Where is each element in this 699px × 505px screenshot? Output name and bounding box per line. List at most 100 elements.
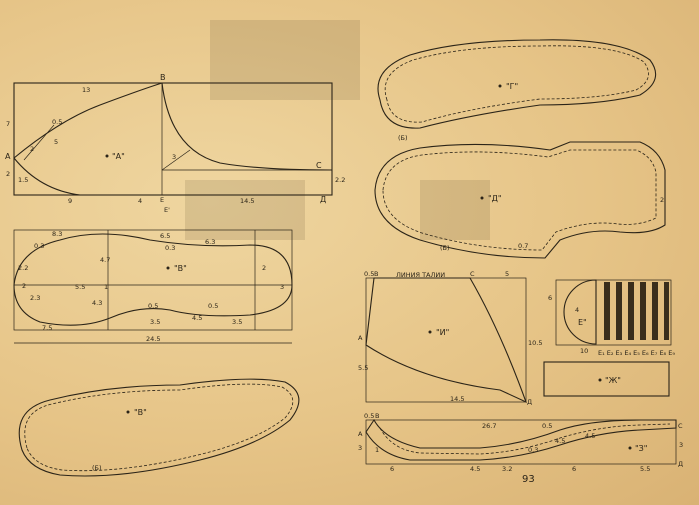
- pattern-a-label: "А": [112, 152, 125, 161]
- pattern-a-guide-2: [161, 149, 191, 171]
- dim-z-05: 0.5: [364, 412, 374, 420]
- pattern-zh-center-dot: [598, 378, 602, 382]
- dim-7: 7: [6, 120, 10, 128]
- pattern-i: "И" ЛИНИЯ ТАЛИИ 0.5 В С 5 А 5.5 14.5 Д 1…: [358, 270, 542, 406]
- pattern-e-strip-labels: Е₁ Е₂ Е₃ Е₄ Е₅ Е₆ Е₇ Е₈ Е₉: [598, 349, 675, 357]
- dim-i-55: 5.5: [358, 364, 368, 372]
- pattern-b-center-dot: [166, 266, 170, 270]
- pattern-zh-label: "Ж": [605, 376, 621, 385]
- dim-i-a: А: [358, 334, 363, 342]
- dim-45: 4.5: [192, 314, 202, 322]
- dim-23: 2.3: [30, 294, 40, 302]
- dim-d-07: 0.7: [518, 242, 528, 250]
- dim-05b: 0.5: [148, 302, 158, 310]
- dim-z-267: 26.7: [482, 422, 496, 430]
- dim-z-a: А: [358, 430, 363, 438]
- dim-z-05b: 0.5: [542, 422, 552, 430]
- pattern-g-stitch: [384, 45, 649, 123]
- dim-z-1: 1: [375, 446, 379, 454]
- dim-22b: 2.2: [18, 264, 28, 272]
- dim-47: 4.7: [100, 256, 110, 264]
- dim-15: 1.5: [18, 176, 28, 184]
- dim-13: 13: [82, 86, 90, 94]
- dim-i-105: 10.5: [528, 339, 542, 347]
- pattern-g-outline: [377, 39, 657, 129]
- pattern-d-stitch: [382, 149, 657, 251]
- dim-z-6a: 6: [390, 465, 394, 473]
- pattern-d-note: (Б): [440, 244, 450, 252]
- dim-e-6: 6: [548, 294, 552, 302]
- dim-03b: 0.3: [165, 244, 175, 252]
- dim-245: 24.5: [146, 335, 160, 343]
- page-number: 93: [522, 474, 535, 485]
- dim-2a: 2: [22, 282, 26, 290]
- dim-d-2: 2: [660, 196, 664, 204]
- dim-1: 1: [104, 283, 108, 291]
- dim-z-03: 0.3: [528, 446, 538, 454]
- point-e: Е: [160, 196, 164, 204]
- pattern-zh: "Ж": [543, 361, 670, 397]
- pattern-i-center-dot: [428, 330, 432, 334]
- pattern-b-label: "В": [174, 264, 187, 273]
- pattern-v2-note: (Б): [92, 464, 102, 472]
- point-b: В: [160, 73, 166, 82]
- pattern-a-lower-curve: [13, 157, 162, 196]
- dim-55: 5.5: [75, 283, 85, 291]
- pattern-i-frame: [365, 277, 527, 403]
- background-watermark: [185, 20, 490, 240]
- pattern-v2-outline: [18, 378, 300, 477]
- dim-i-b: В: [374, 270, 378, 278]
- dim-83: 8.3: [52, 230, 62, 238]
- dim-35b: 3.5: [232, 318, 242, 326]
- dim-z-45b: 4.5: [555, 437, 565, 445]
- dim-i-c: С: [470, 270, 475, 278]
- pattern-a-guide: [23, 124, 55, 161]
- dim-145: 14.5: [240, 197, 254, 205]
- pattern-z-outline: [365, 418, 677, 461]
- pattern-z-label: "З": [635, 444, 648, 453]
- dim-i-05: 0.5: [364, 270, 374, 278]
- dim-e-10: 10: [580, 347, 588, 355]
- pattern-zh-frame: [543, 361, 670, 397]
- dim-2b: 2: [6, 170, 10, 178]
- dim-3: 3: [172, 153, 176, 161]
- pattern-i-outline: [365, 277, 527, 404]
- pattern-z-center-dot: [628, 446, 632, 450]
- point-a: А: [5, 152, 11, 161]
- pattern-i-label: "И": [436, 328, 449, 337]
- dim-9: 9: [68, 197, 72, 205]
- dim-03a: 0.3: [34, 242, 44, 250]
- dim-35a: 3.5: [150, 318, 160, 326]
- dim-z-45c: 4.5: [585, 432, 595, 440]
- pattern-z-frame: [365, 419, 677, 465]
- pattern-e-strips: [604, 282, 669, 340]
- dim-05: 0.5: [52, 118, 62, 126]
- pattern-v2: "В" (Б): [18, 378, 300, 477]
- pattern-b: "В" 8.3 0.3 6.5 6.3 0.3 4.7 2 2.2 2.3 5.…: [13, 229, 293, 344]
- pattern-g-center-dot: [498, 84, 502, 88]
- dim-z-3: 3: [358, 444, 362, 452]
- dim-5: 5: [54, 138, 58, 146]
- pattern-i-header: ЛИНИЯ ТАЛИИ: [396, 271, 445, 279]
- pattern-e: Е" 6 4 10 Е₁ Е₂ Е₃ Е₄ Е₅ Е₆ Е₇ Е₈ Е₉: [548, 279, 675, 357]
- dim-z-3b: 3: [679, 441, 683, 449]
- pattern-e-semicircle: [563, 279, 597, 345]
- pattern-g: "Г" (Б): [377, 39, 657, 142]
- dim-z-c: С: [678, 422, 683, 430]
- pattern-e-frame: [555, 279, 672, 346]
- dim-63: 6.3: [205, 238, 215, 246]
- pattern-e-label: Е": [578, 318, 587, 327]
- pattern-v2-label: "В": [134, 408, 147, 417]
- dim-i-145: 14.5: [450, 395, 464, 403]
- pattern-a-upper-curve: [13, 82, 163, 159]
- point-e1: Е': [164, 206, 170, 214]
- dim-4: 4: [138, 197, 142, 205]
- pattern-d-label: "Д": [488, 194, 502, 203]
- point-c: С: [316, 161, 322, 170]
- pattern-a-center-dot: [105, 154, 109, 158]
- pattern-d: "Д" (Б) 2 0.7: [374, 141, 666, 259]
- pattern-a: "А" А В С Д Е Е' 13 7 0.5 5 2 1.5 2 9 4 …: [5, 73, 345, 214]
- point-d: Д: [320, 195, 326, 204]
- dim-43: 4.3: [92, 299, 102, 307]
